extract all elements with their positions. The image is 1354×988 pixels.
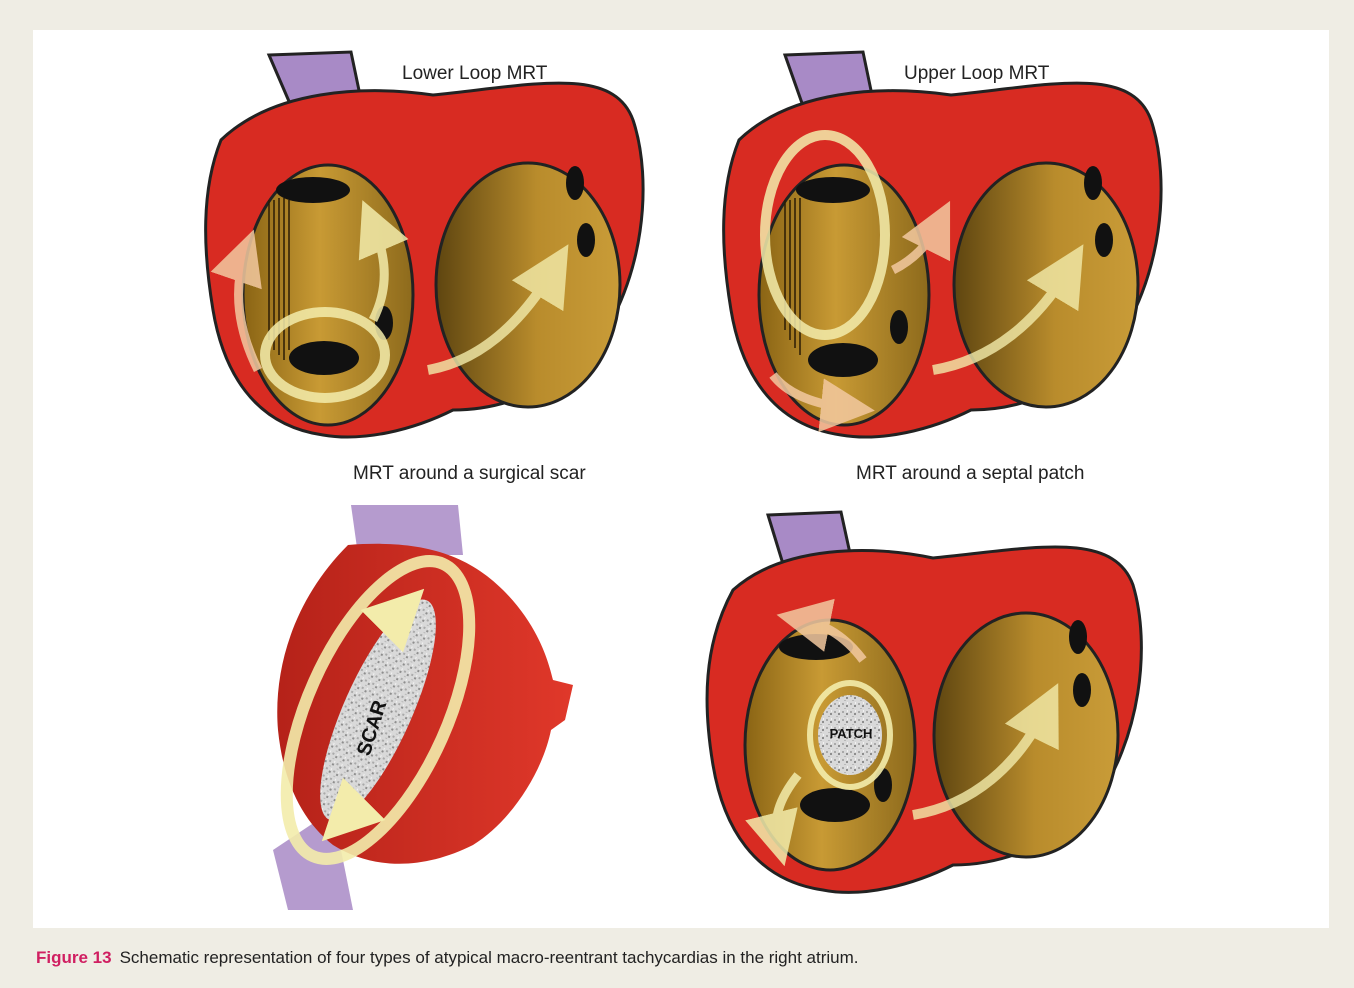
panel-title-surgical-scar: MRT around a surgical scar	[353, 463, 586, 485]
figure-panel: SCAR PATCH Lower Loop MRT Upper Loop MRT…	[33, 30, 1329, 928]
figure-label: Figure 13	[36, 948, 112, 967]
patch-label: PATCH	[830, 726, 873, 741]
figure-caption: Figure 13 Schematic representation of fou…	[36, 948, 859, 968]
diagram-surgical-scar	[249, 505, 573, 910]
diagram-lower-loop	[206, 52, 643, 437]
panel-title-upper-loop: Upper Loop MRT	[904, 63, 1049, 85]
caption-text: Schematic representation of four types o…	[120, 948, 859, 967]
panel-title-lower-loop: Lower Loop MRT	[402, 63, 547, 85]
figure-illustration: SCAR PATCH	[33, 30, 1329, 928]
diagram-septal-patch	[707, 512, 1141, 892]
panel-title-septal-patch: MRT around a septal patch	[856, 463, 1085, 485]
diagram-upper-loop	[724, 52, 1161, 437]
